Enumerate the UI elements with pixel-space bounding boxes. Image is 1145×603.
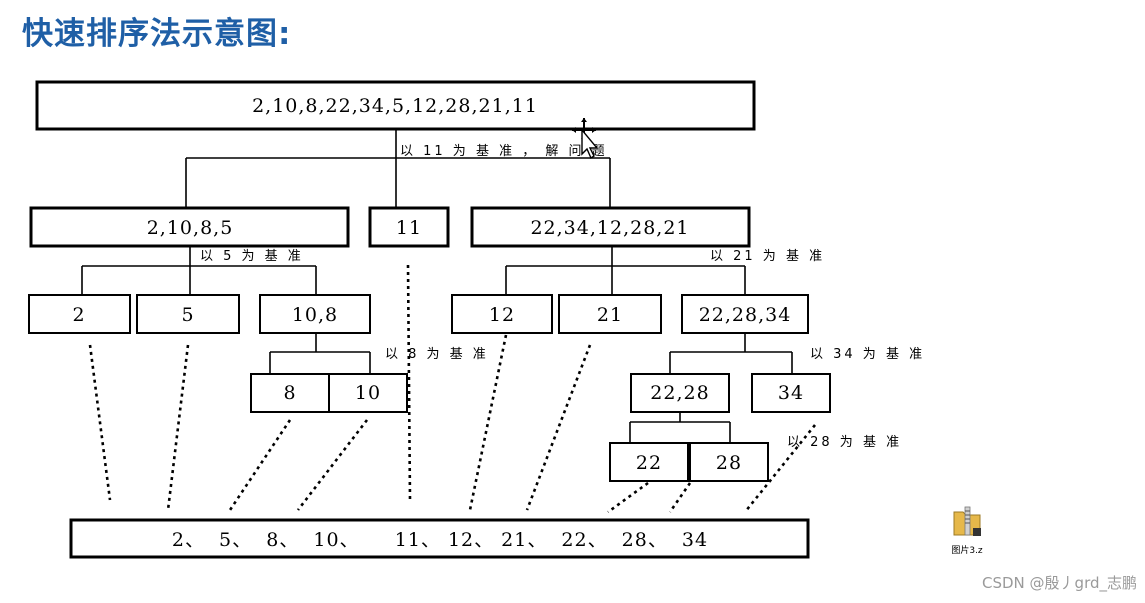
pivot-11-label: 11 <box>396 217 422 239</box>
box-10-label: 10 <box>355 382 381 404</box>
result-box: 2、 5、 8、 10、 11、 12、 21、 22、 28、 34 <box>69 518 810 559</box>
box-2-label: 2 <box>72 304 85 326</box>
box-28-label: 28 <box>716 452 742 474</box>
box-8: 8 <box>250 373 330 413</box>
note-pivot-34: 以 34 为 基 准 <box>810 347 925 362</box>
mouse-cursor-icon <box>572 118 599 160</box>
box-22-28: 22,28 <box>630 373 730 413</box>
root-box-label: 2,10,8,22,34,5,12,28,21,11 <box>252 95 538 117</box>
box-22-28-34: 22,28,34 <box>681 294 809 334</box>
box-12: 12 <box>451 294 553 334</box>
box-22-label: 22 <box>636 452 662 474</box>
note-pivot-11: 以 11 为 基 准 ， 解 问 题 <box>400 144 608 159</box>
note-pivot-8: 以 8 为 基 准 <box>385 347 489 362</box>
right-partition-label: 22,34,12,28,21 <box>530 217 689 239</box>
box-28: 28 <box>689 442 769 482</box>
right-partition-box: 22,34,12,28,21 <box>470 206 751 248</box>
box-10-8: 10,8 <box>259 294 371 334</box>
desktop-file[interactable]: 图片3.z <box>945 504 989 556</box>
result-dotted-lines <box>88 264 817 514</box>
folder-zip-icon <box>953 506 981 536</box>
box-22: 22 <box>609 442 689 482</box>
left-partition-label: 2,10,8,5 <box>147 217 234 239</box>
box-12-label: 12 <box>489 304 515 326</box>
box-34-label: 34 <box>778 382 804 404</box>
note-pivot-28: 以 28 为 基 准 <box>787 435 902 450</box>
box-22-28-label: 22,28 <box>650 382 709 404</box>
pivot-11-box: 11 <box>368 206 450 248</box>
result-box-label: 2、 5、 8、 10、 11、 12、 21、 22、 28、 34 <box>172 529 708 551</box>
box-5-label: 5 <box>181 304 194 326</box>
box-8-label: 8 <box>283 382 296 404</box>
box-2: 2 <box>28 294 131 334</box>
tree-connectors <box>81 130 793 443</box>
box-22-28-34-label: 22,28,34 <box>699 304 792 326</box>
box-10: 10 <box>328 373 408 413</box>
box-10-8-label: 10,8 <box>292 304 338 326</box>
box-21: 21 <box>558 294 662 334</box>
root-box: 2,10,8,22,34,5,12,28,21,11 <box>35 80 756 131</box>
note-pivot-21: 以 21 为 基 准 <box>710 249 825 264</box>
left-partition-box: 2,10,8,5 <box>29 206 350 248</box>
box-34: 34 <box>751 373 831 413</box>
file-label: 图片3.z <box>951 546 983 556</box>
page-title: 快速排序法示意图: <box>22 16 292 52</box>
box-21-label: 21 <box>597 304 623 326</box>
watermark: CSDN @殷丿grd_志鹏 <box>982 574 1137 592</box>
note-pivot-5: 以 5 为 基 准 <box>200 249 304 264</box>
box-5: 5 <box>136 294 240 334</box>
